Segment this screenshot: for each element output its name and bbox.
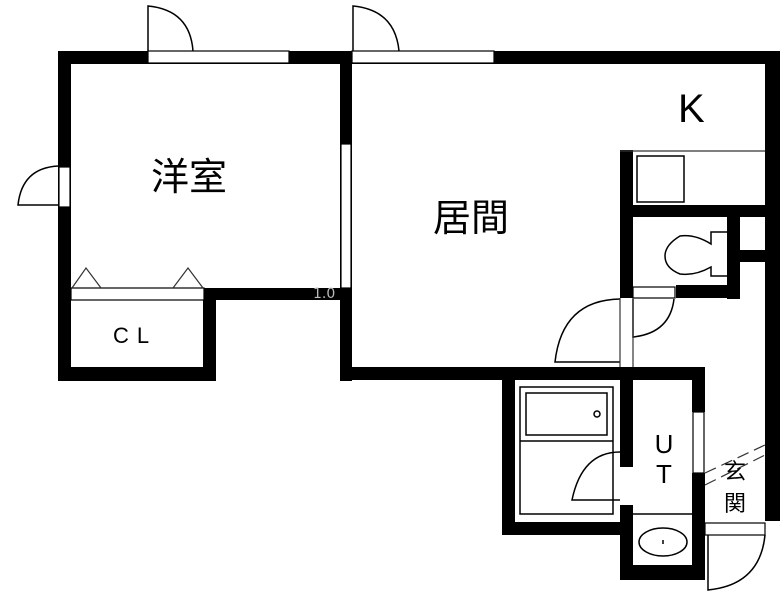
toilet <box>664 231 727 277</box>
room-label-entrance-line2: 関 <box>723 492 746 517</box>
door-swing <box>147 5 194 52</box>
walls <box>58 51 780 580</box>
room-label-western-room: 洋室 <box>151 155 228 199</box>
door-swing <box>352 5 400 52</box>
room-label-entrance-line1: 玄 <box>723 460 746 485</box>
windows <box>58 50 766 536</box>
door-swing <box>17 165 59 206</box>
doors <box>17 5 766 591</box>
room-label-utility-line1: U <box>654 429 674 459</box>
room-label-kitchen: K <box>678 87 705 131</box>
room-label-utility-line2: T <box>656 459 672 489</box>
fixtures <box>519 150 765 557</box>
room-label-living: 居間 <box>433 196 510 240</box>
faint-dimension-mark: 1.0 <box>313 286 336 302</box>
room-label-closet: CL <box>113 323 158 348</box>
